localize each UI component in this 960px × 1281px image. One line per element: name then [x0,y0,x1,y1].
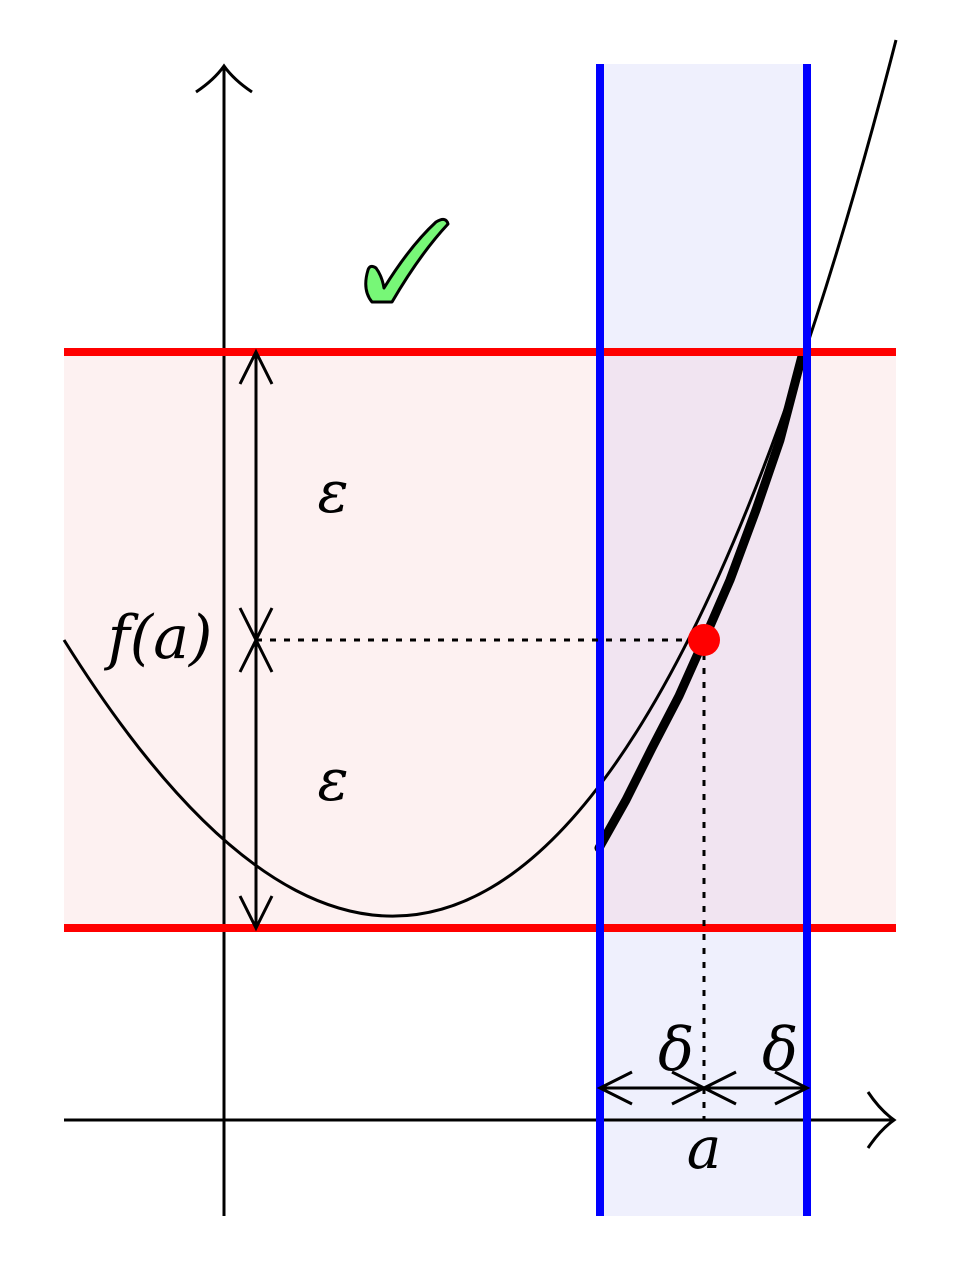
check-mark-icon [364,217,450,304]
point-a-fa [688,624,720,656]
y-axis-arrowhead [195,63,253,94]
epsilon-dimension-arrows [238,348,274,932]
x-axis-arrowhead [866,1091,897,1149]
epsilon-upper-label: ε [317,458,348,526]
delta-left-label: δ [658,1015,694,1085]
fa-label: f(a) [104,603,213,673]
delta-right-label: δ [762,1015,798,1085]
delta-dimension-arrows [596,1070,811,1106]
epsilon-lower-label: ε [317,746,348,814]
a-label: a [687,1114,722,1182]
